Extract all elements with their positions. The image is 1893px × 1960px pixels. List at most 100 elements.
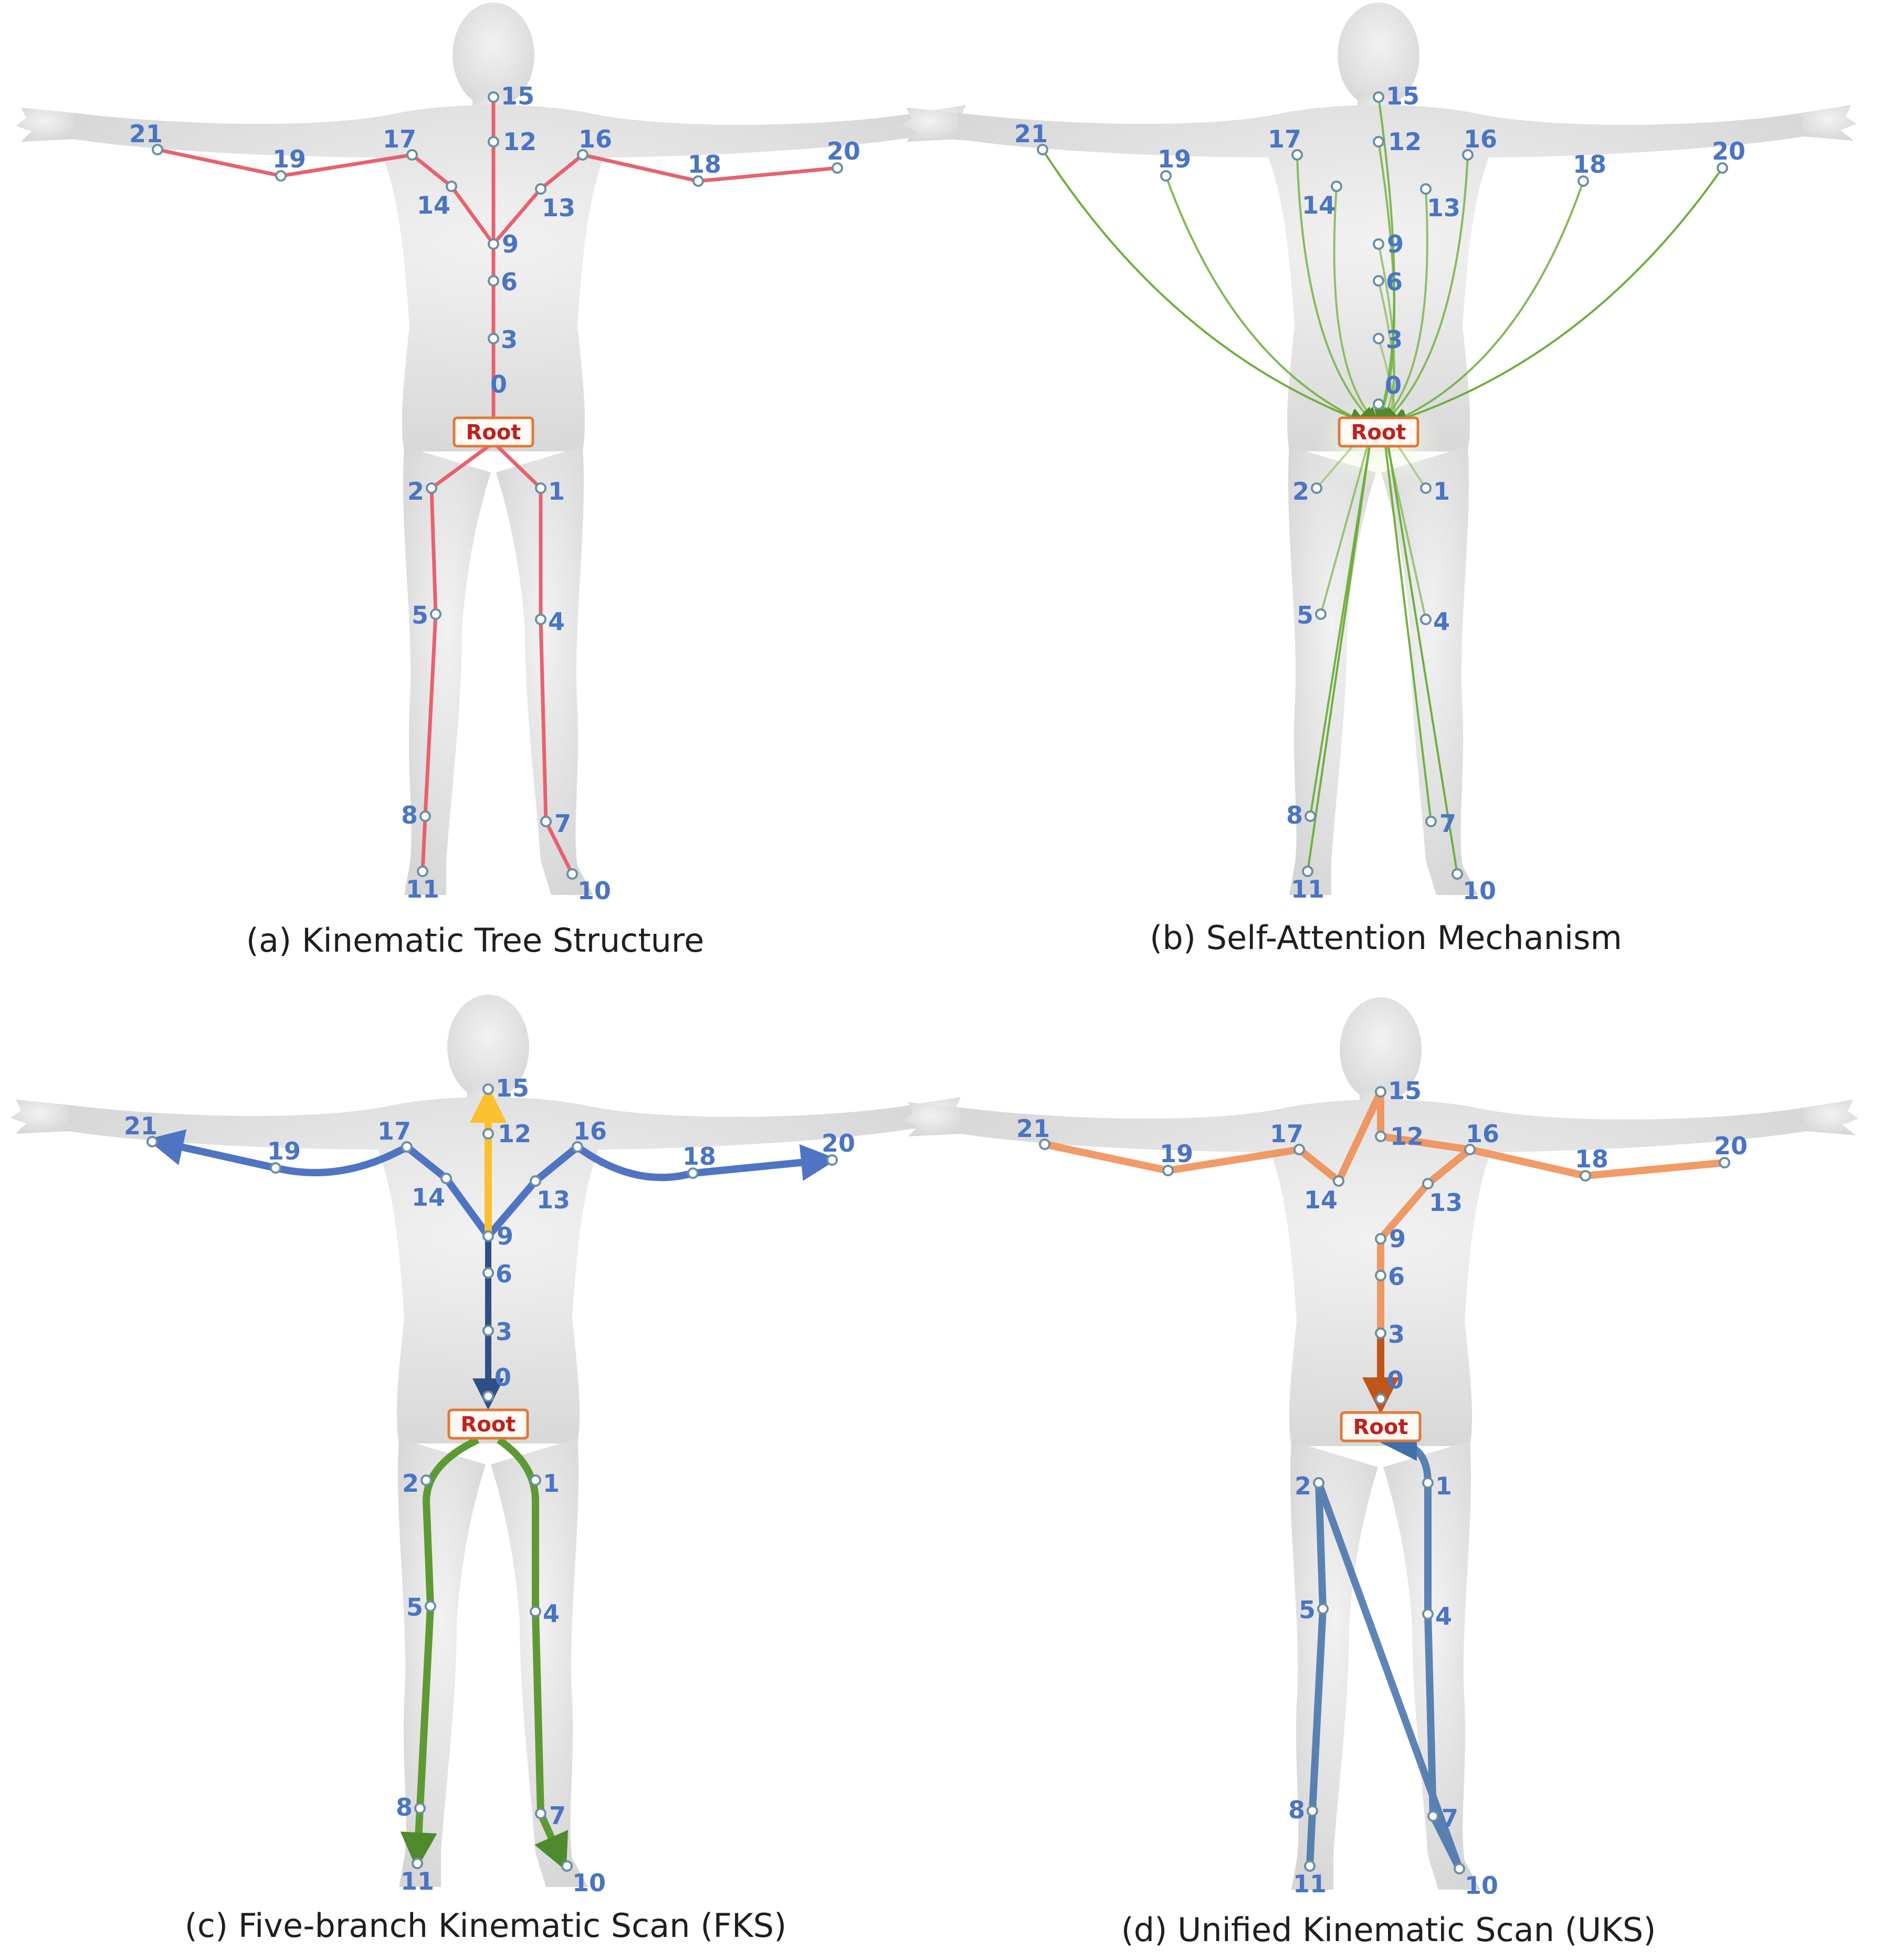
joint-11-marker xyxy=(417,866,428,877)
joint-8-marker xyxy=(1307,1805,1318,1817)
joint-13-marker xyxy=(535,183,546,195)
bone-18-20 xyxy=(696,166,839,183)
bone-14-17 xyxy=(410,153,454,188)
joint-1-marker xyxy=(1420,482,1432,494)
joint-6-marker xyxy=(1373,275,1384,287)
joint-2-label: 2 xyxy=(402,1469,419,1498)
joint-21-marker xyxy=(1039,1139,1050,1150)
joint-19-marker xyxy=(275,170,287,182)
root-label-b: Root xyxy=(1351,420,1406,445)
joint-5-label: 5 xyxy=(1299,1596,1316,1624)
joint-10-marker xyxy=(561,1860,573,1872)
joint-11-marker xyxy=(412,1858,423,1869)
joint-1-label: 1 xyxy=(1435,1472,1452,1500)
joint-8-label: 8 xyxy=(1288,1796,1305,1824)
attention-edge-7 xyxy=(1375,417,1432,822)
joint-12-label: 12 xyxy=(503,128,537,156)
joint-18-label: 18 xyxy=(688,150,721,178)
joint-1-label: 1 xyxy=(1433,477,1450,505)
right-hand-shape xyxy=(16,108,73,142)
joint-7-label: 7 xyxy=(1439,809,1456,838)
joint-0-marker xyxy=(1373,398,1384,410)
joint-4-marker xyxy=(535,614,546,625)
root-label-d: Root xyxy=(1353,1415,1408,1439)
joint-17-marker xyxy=(1291,149,1303,161)
joint-16-marker xyxy=(1464,1144,1476,1155)
joint-0-label: 0 xyxy=(1387,1366,1404,1394)
joint-9-marker xyxy=(1373,238,1384,250)
joint-17-label: 17 xyxy=(383,125,416,153)
joint-8-label: 8 xyxy=(396,1793,413,1821)
joint-7-marker xyxy=(1425,816,1437,827)
head-shape xyxy=(453,3,534,108)
attention-edge-21 xyxy=(1042,149,1367,425)
attention-edge-15 xyxy=(1374,97,1395,426)
joint-9-label: 9 xyxy=(502,230,519,258)
joint-14-label: 14 xyxy=(1304,1186,1338,1214)
joint-6-label: 6 xyxy=(1388,1262,1405,1291)
joint-0-marker xyxy=(1375,1393,1386,1405)
joint-8-label: 8 xyxy=(401,801,418,829)
joint-12-marker xyxy=(482,1128,494,1140)
attention-edge-10 xyxy=(1378,417,1458,874)
bone-2-5 xyxy=(429,486,438,616)
joint-1-label: 1 xyxy=(548,477,565,505)
caption-b: (b) Self-Attention Mechanism xyxy=(1150,919,1622,957)
joint-17-marker xyxy=(406,149,418,161)
root-label-c: Root xyxy=(461,1413,516,1437)
joint-9-marker xyxy=(482,1230,494,1242)
joint-14-marker xyxy=(1331,181,1342,192)
joint-5-label: 5 xyxy=(1297,601,1313,629)
joint-19-marker xyxy=(270,1162,281,1174)
joint-6-marker xyxy=(488,275,499,287)
joint-7-marker xyxy=(1427,1810,1439,1822)
joint-21-marker xyxy=(146,1136,158,1147)
joint-15-label: 15 xyxy=(501,82,534,110)
joint-10-label: 10 xyxy=(1465,1871,1498,1900)
root-label-a: Root xyxy=(466,420,521,445)
joint-0-label: 0 xyxy=(495,1363,511,1392)
joint-16-label: 16 xyxy=(1464,125,1497,153)
joint-3-marker xyxy=(1373,333,1384,344)
joint-11-label: 11 xyxy=(1293,1870,1327,1898)
joint-2-label: 2 xyxy=(1292,477,1309,505)
joint-18-marker xyxy=(687,1167,699,1179)
bone-0-1 xyxy=(491,440,543,490)
joint-13-label: 13 xyxy=(542,194,575,222)
bone-5-8 xyxy=(423,612,438,818)
joint-21-label: 21 xyxy=(129,120,163,148)
joint-6-label: 6 xyxy=(501,268,518,296)
joint-4-marker xyxy=(1422,1608,1434,1620)
bone-4-7 xyxy=(539,617,548,824)
bone-16-18 xyxy=(581,153,700,183)
left-leg-shape xyxy=(496,446,593,895)
joint-10-marker xyxy=(566,868,578,880)
joint-9-label: 9 xyxy=(497,1222,513,1250)
joint-9-marker xyxy=(488,238,499,250)
joint-17-label: 17 xyxy=(1268,125,1301,153)
joint-4-label: 4 xyxy=(543,1599,560,1628)
joint-18-label: 18 xyxy=(1573,150,1606,178)
joint-4-marker xyxy=(530,1606,541,1617)
joint-5-marker xyxy=(1317,1603,1329,1615)
joint-15-marker xyxy=(482,1083,494,1095)
joint-10-marker xyxy=(1452,868,1463,880)
bone-9-13 xyxy=(491,187,543,246)
joint-0-label: 0 xyxy=(490,370,507,398)
joint-14-label: 14 xyxy=(417,191,450,219)
joint-1-label: 1 xyxy=(543,1469,560,1498)
joint-19-label: 19 xyxy=(272,145,306,173)
caption-d: (d) Unified Kinematic Scan (UKS) xyxy=(1121,1911,1656,1949)
joint-10-label: 10 xyxy=(1463,877,1496,905)
joint-3-marker xyxy=(1375,1327,1386,1339)
joint-8-label: 8 xyxy=(1286,801,1303,829)
joint-1-marker xyxy=(535,482,546,494)
joint-3-marker xyxy=(482,1325,494,1336)
joint-7-label: 7 xyxy=(1442,1804,1458,1832)
joint-5-label: 5 xyxy=(412,601,428,629)
joint-11-marker xyxy=(1304,1860,1316,1872)
joint-2-marker xyxy=(420,1474,432,1486)
joint-2-label: 2 xyxy=(1295,1472,1311,1500)
joint-20-marker xyxy=(832,162,843,174)
head-shape xyxy=(447,995,529,1100)
